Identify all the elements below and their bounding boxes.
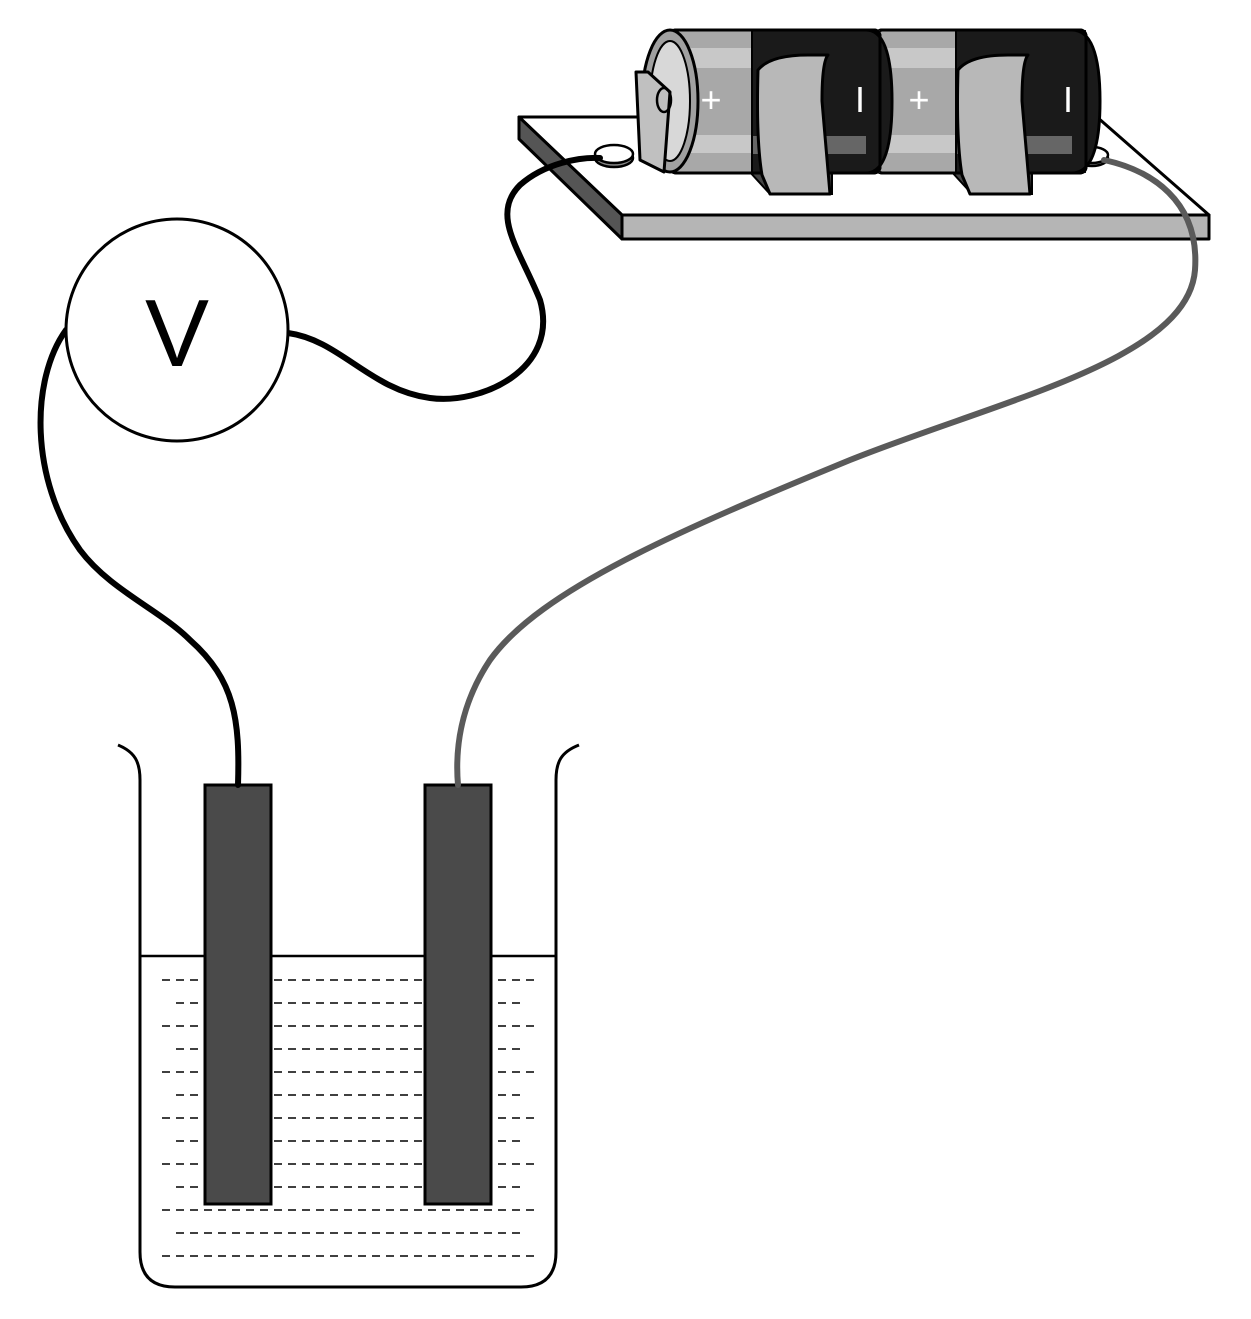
voltmeter-symbol: V xyxy=(145,280,209,387)
cell-1-positive-symbol: + xyxy=(700,79,721,120)
wire-voltmeter-to-left-electrode xyxy=(37,327,242,788)
electrodes xyxy=(203,783,493,1206)
wire-battery-to-right-electrode xyxy=(454,157,1199,788)
board-left-edge xyxy=(517,115,624,241)
voltmeter-circle xyxy=(64,217,290,443)
beaker-outline xyxy=(117,743,580,1289)
wires xyxy=(37,154,1199,788)
beaker xyxy=(117,743,580,1289)
right-electrode xyxy=(423,783,493,1206)
board-front-edge xyxy=(620,213,1211,241)
positive-contact-tab xyxy=(634,70,672,174)
battery-pack: + I + I xyxy=(634,28,1102,196)
cell-2-positive-symbol: + xyxy=(908,79,929,120)
left-terminal-screw xyxy=(593,143,635,169)
left-electrode xyxy=(203,783,273,1206)
wire-voltmeter-to-battery xyxy=(285,154,603,402)
cell-2-negative-symbol: I xyxy=(1063,79,1073,120)
retaining-clip-2 xyxy=(956,53,1032,196)
voltmeter: V xyxy=(64,217,290,443)
retaining-clip-1 xyxy=(756,53,832,196)
electrolyte-solution xyxy=(140,954,556,1257)
cell-1-negative-symbol: I xyxy=(855,79,865,120)
